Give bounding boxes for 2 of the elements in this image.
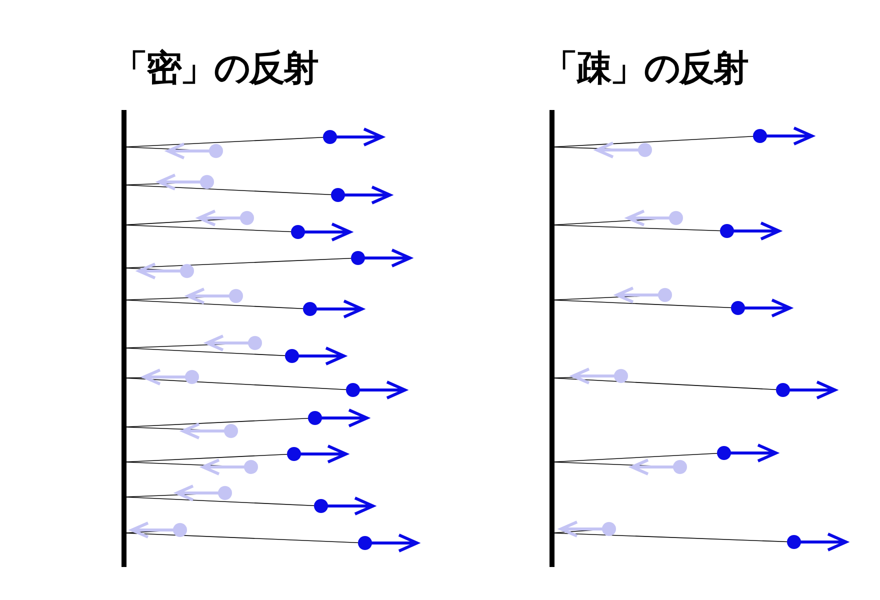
panel-heading: 「密」の反射 [112,47,317,91]
panel-heading: 「疎」の反射 [542,47,747,91]
